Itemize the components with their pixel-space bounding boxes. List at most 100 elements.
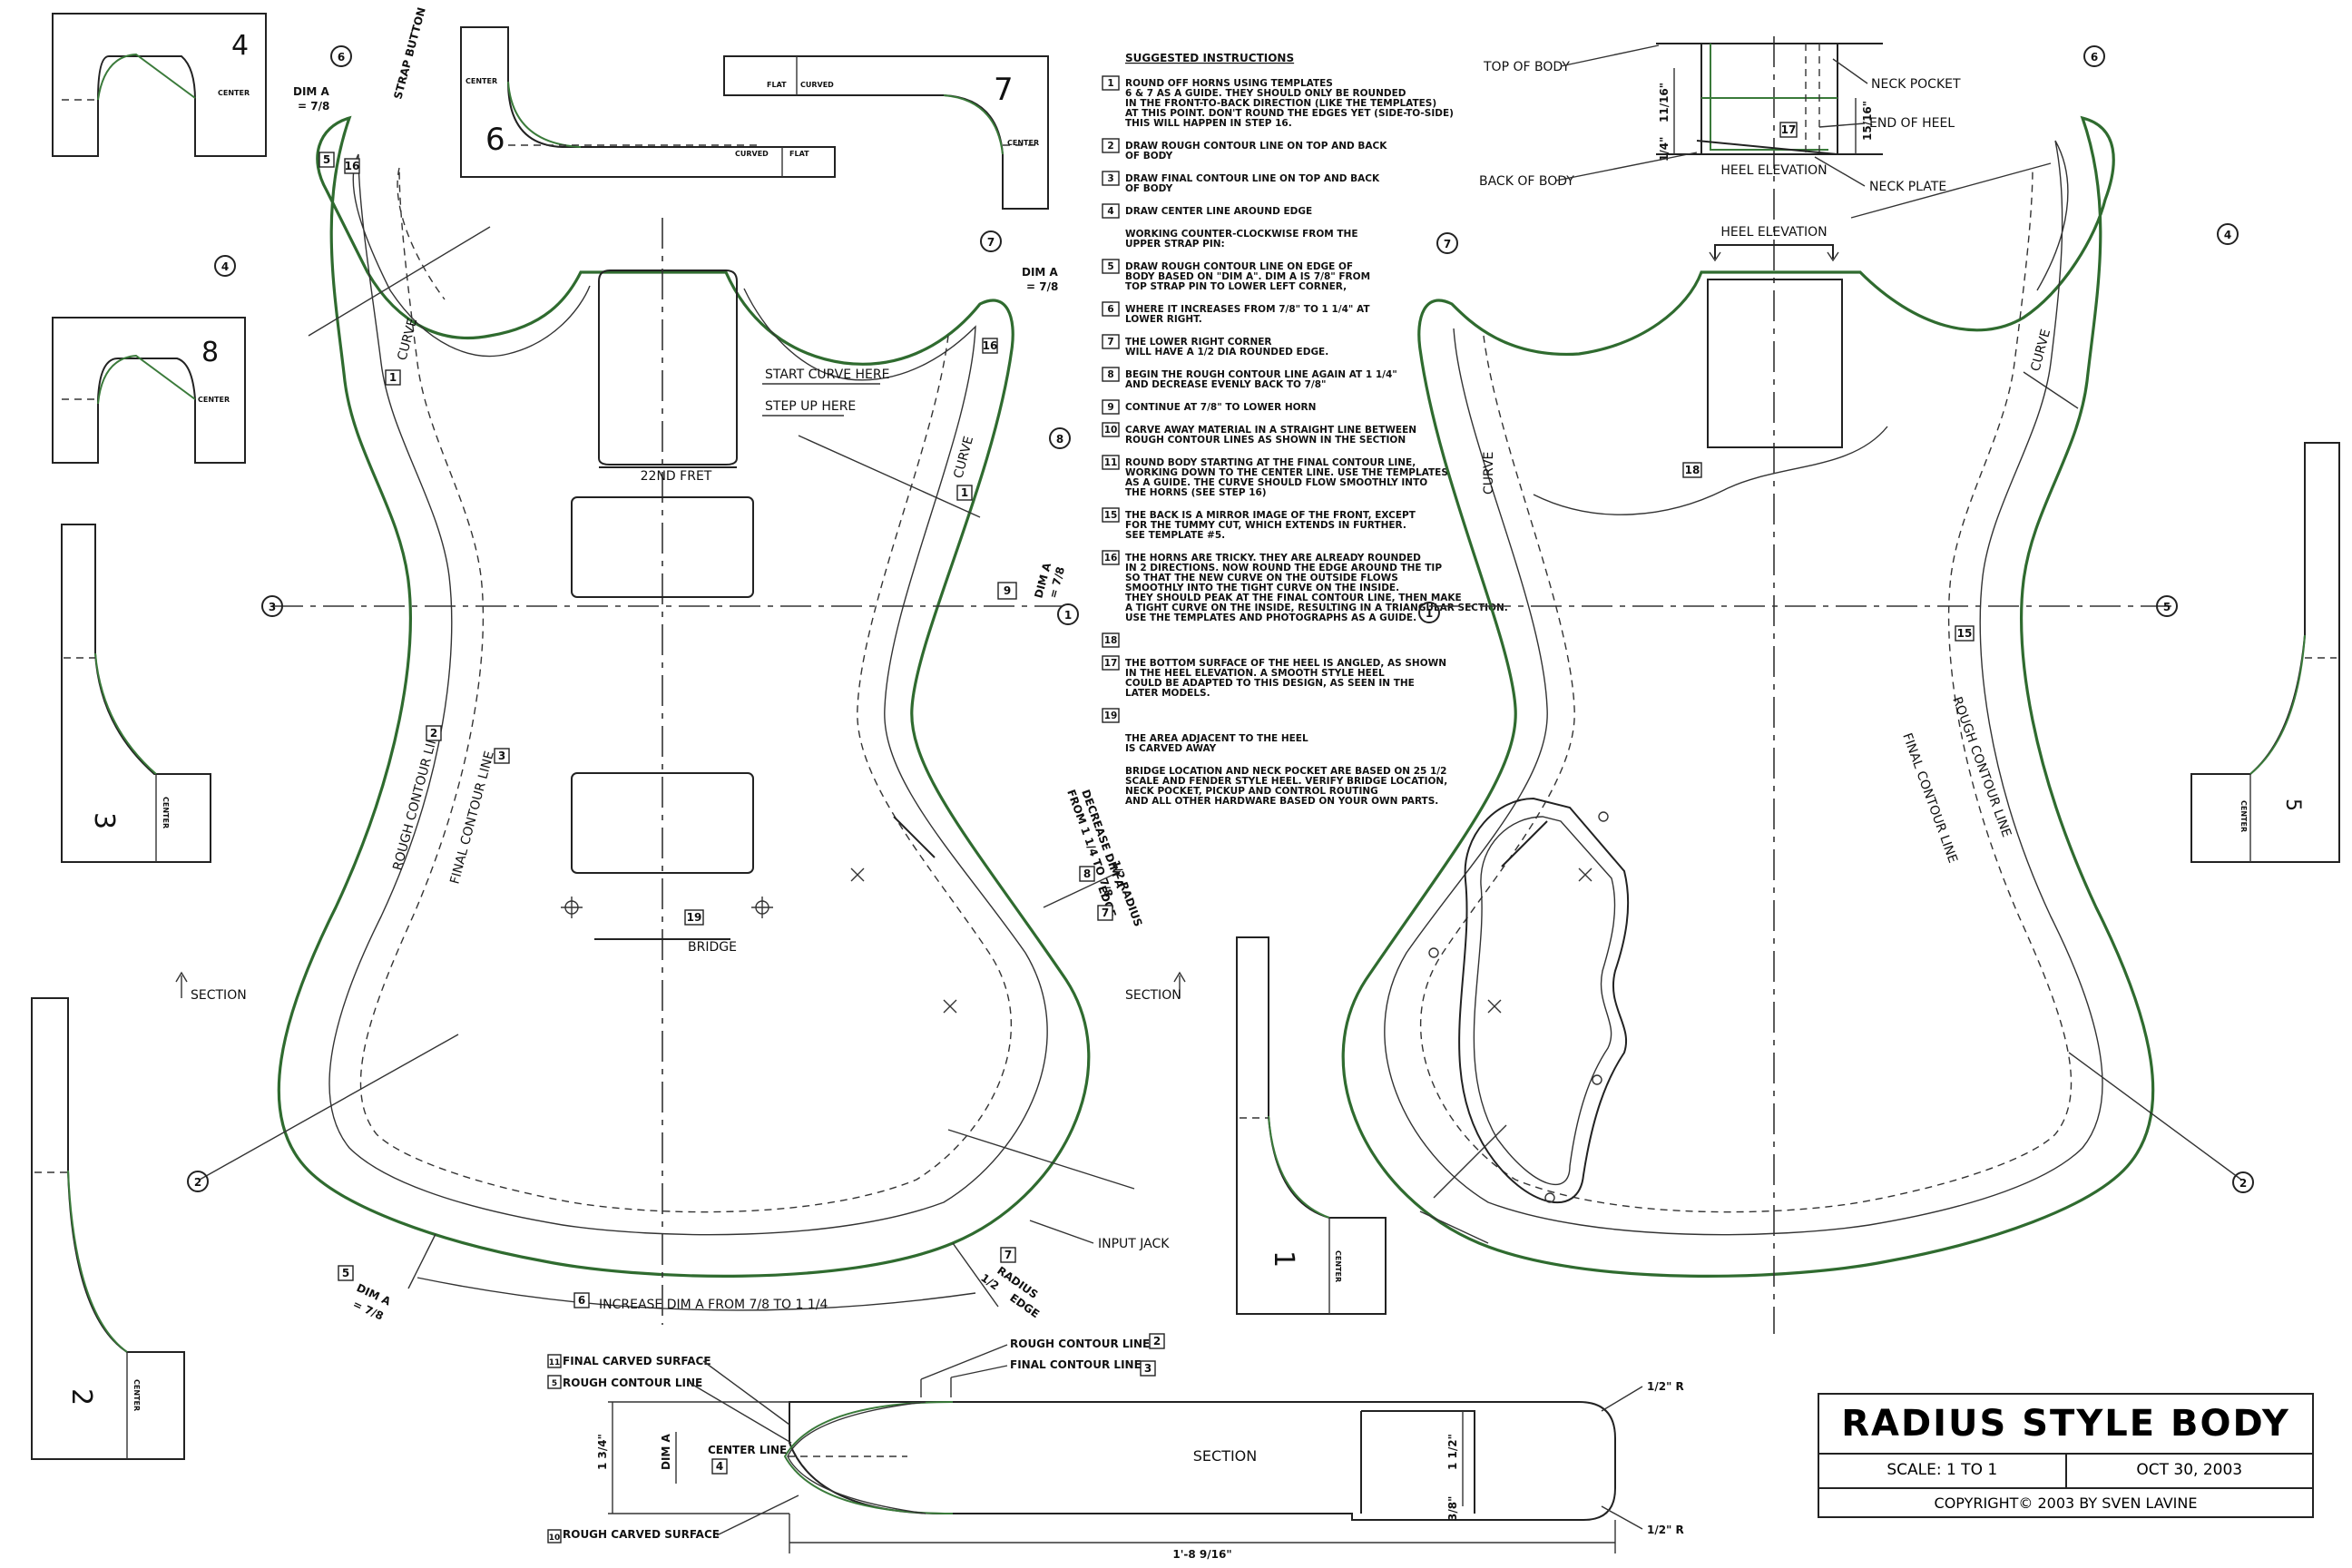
input-jack-label: INPUT JACK <box>1098 1237 1170 1251</box>
svg-text:FLAT: FLAT <box>767 81 787 89</box>
instruction-line: BRIDGE LOCATION AND NECK POCKET ARE BASE… <box>1125 766 1446 777</box>
heel-elevation: 17 1/4" 11/16" 15/16" TOP OF BODY BACK O… <box>1479 43 1961 194</box>
radius-top-label: 1/2" R <box>1647 1380 1684 1393</box>
svg-text:2: 2 <box>430 727 437 740</box>
back-final-contour <box>1420 167 2073 1213</box>
title-block: RADIUS STYLE BODY SCALE: 1 TO 1 OCT 30, … <box>1818 1393 2314 1518</box>
svg-text:CENTER: CENTER <box>132 1379 141 1411</box>
instruction-line: THE BOTTOM SURFACE OF THE HEEL IS ANGLED… <box>1125 658 1446 669</box>
section-title: SECTION <box>1193 1447 1258 1465</box>
instruction-line: THE HORNS (SEE STEP 16) <box>1125 487 1267 498</box>
instruction-line: THE HORNS ARE TRICKY. THEY ARE ALREADY R… <box>1125 553 1421 564</box>
neck-plate-label: NECK PLATE <box>1869 180 1946 194</box>
section-right-label: SECTION <box>1125 988 1181 1003</box>
svg-text:2: 2 <box>65 1388 97 1406</box>
svg-text:1: 1 <box>961 486 968 499</box>
svg-text:FLAT: FLAT <box>789 150 809 158</box>
instruction-line: UPPER STRAP PIN: <box>1125 239 1225 250</box>
center-line-label: CENTER LINE <box>708 1444 787 1456</box>
instruction-line: THE AREA ADJACENT TO THE HEEL <box>1125 733 1308 744</box>
svg-text:15: 15 <box>1957 627 1973 640</box>
dim-heel-small-label: 3/8" <box>1446 1496 1459 1521</box>
svg-text:4: 4 <box>2224 229 2231 241</box>
curve-right-label: CURVE <box>951 435 976 480</box>
dim-a-right-val: = 7/8 <box>1026 280 1058 293</box>
back-neck-pocket <box>1707 279 1843 448</box>
section-left-label: SECTION <box>191 988 247 1003</box>
svg-text:17: 17 <box>1781 123 1797 136</box>
dim-a-label: DIM A <box>660 1433 672 1470</box>
rough-carved-label: ROUGH CARVED SURFACE <box>563 1528 720 1541</box>
instruction-line: SO THAT THE NEW CURVE ON THE OUTSIDE FLO… <box>1125 573 1398 583</box>
svg-text:CENTER: CENTER <box>218 89 250 97</box>
step-up-label: STEP UP HERE <box>765 399 856 414</box>
end-of-heel-label: END OF HEEL <box>1869 116 1955 131</box>
svg-text:6: 6 <box>338 51 345 64</box>
instruction-line: AND DECREASE EVENLY BACK TO 7/8" <box>1125 379 1327 390</box>
svg-text:5: 5 <box>323 153 330 166</box>
svg-text:6: 6 <box>485 122 505 158</box>
svg-text:11: 11 <box>549 1358 561 1367</box>
template-2: 2 CENTER <box>31 997 185 1460</box>
instruction-line: THE BACK IS A MIRROR IMAGE OF THE FRONT,… <box>1125 510 1416 521</box>
dim-1-label: 1/4" <box>1658 137 1671 162</box>
final-contour-top-label: FINAL CONTOUR LINE <box>1010 1358 1142 1371</box>
switch-slot <box>893 816 936 858</box>
instruction-line: SEE TEMPLATE #5. <box>1125 530 1225 541</box>
svg-text:5: 5 <box>2163 601 2171 613</box>
final-carved-label: FINAL CARVED SURFACE <box>563 1355 711 1367</box>
svg-text:3: 3 <box>269 601 276 613</box>
strap-button-label: STRAP BUTTON <box>391 6 427 101</box>
back-final-contour-label: FINAL CONTOUR LINE <box>1899 731 1960 865</box>
svg-text:7: 7 <box>1004 1249 1012 1261</box>
instruction-step-number: 4 <box>1107 206 1113 217</box>
instruction-line: DRAW ROUGH CONTOUR LINE ON TOP AND BACK <box>1125 141 1387 152</box>
instruction-step-number: 16 <box>1104 553 1118 564</box>
instruction-line: USE THE TEMPLATES AND PHOTOGRAPHS AS A G… <box>1125 612 1416 623</box>
instruction-line: BODY BASED ON "DIM A". DIM A IS 7/8" FRO… <box>1125 271 1370 282</box>
section-outline <box>789 1401 1616 1521</box>
dim-2-label: 11/16" <box>1658 83 1671 122</box>
front-final-contour-label: FINAL CONTOUR LINE <box>447 750 497 886</box>
front-body-outline <box>277 115 1091 1278</box>
instruction-step-number: 1 <box>1107 78 1113 89</box>
dim-heel-label: 1 1/2" <box>1446 1434 1459 1470</box>
svg-text:8: 8 <box>1056 433 1063 446</box>
front-body-view: 6 4 3 2 7 8 1 START CURVE HERE STEP UP H… <box>175 6 1186 1325</box>
svg-text:2: 2 <box>1153 1335 1161 1348</box>
instruction-step: BRIDGE LOCATION AND NECK POCKET ARE BASE… <box>1125 766 1447 807</box>
front-markers: 6 4 3 2 7 8 1 <box>187 45 1079 1192</box>
svg-text:3: 3 <box>1144 1362 1152 1375</box>
instruction-line: IS CARVED AWAY <box>1125 743 1217 754</box>
instruction-line: WORKING DOWN TO THE CENTER LINE. USE THE… <box>1125 467 1448 478</box>
svg-text:6: 6 <box>578 1294 585 1307</box>
instruction-line: OF BODY <box>1125 151 1173 162</box>
instruction-step: WORKING COUNTER-CLOCKWISE FROM THEUPPER … <box>1125 229 1358 250</box>
bridge-label: BRIDGE <box>688 940 737 955</box>
svg-text:4: 4 <box>221 260 229 273</box>
template-3: 3 CENTER <box>61 524 211 863</box>
drawing-scale: SCALE: 1 TO 1 <box>1819 1453 2067 1487</box>
back-rough-contour <box>1384 140 2103 1236</box>
instruction-step-number: 5 <box>1107 261 1113 272</box>
dim-3-label: 15/16" <box>1861 101 1874 141</box>
instructions-heading: SUGGESTED INSTRUCTIONS <box>1125 52 1294 64</box>
dim-a-top-val: = 7/8 <box>298 100 329 113</box>
svg-text:CURVED: CURVED <box>800 81 834 89</box>
svg-text:CENTER: CENTER <box>198 396 230 404</box>
svg-text:5: 5 <box>342 1267 349 1279</box>
instruction-step-number: 11 <box>1104 457 1118 468</box>
front-neck-pickup <box>571 496 754 598</box>
svg-text:7: 7 <box>1102 906 1109 919</box>
svg-text:16: 16 <box>345 160 360 172</box>
instruction-step-number: 6 <box>1107 304 1113 315</box>
instruction-step-number: 8 <box>1107 369 1113 380</box>
template-6: 6 CENTER CURVED FLAT <box>460 26 836 178</box>
instruction-step-number: 7 <box>1107 337 1113 348</box>
